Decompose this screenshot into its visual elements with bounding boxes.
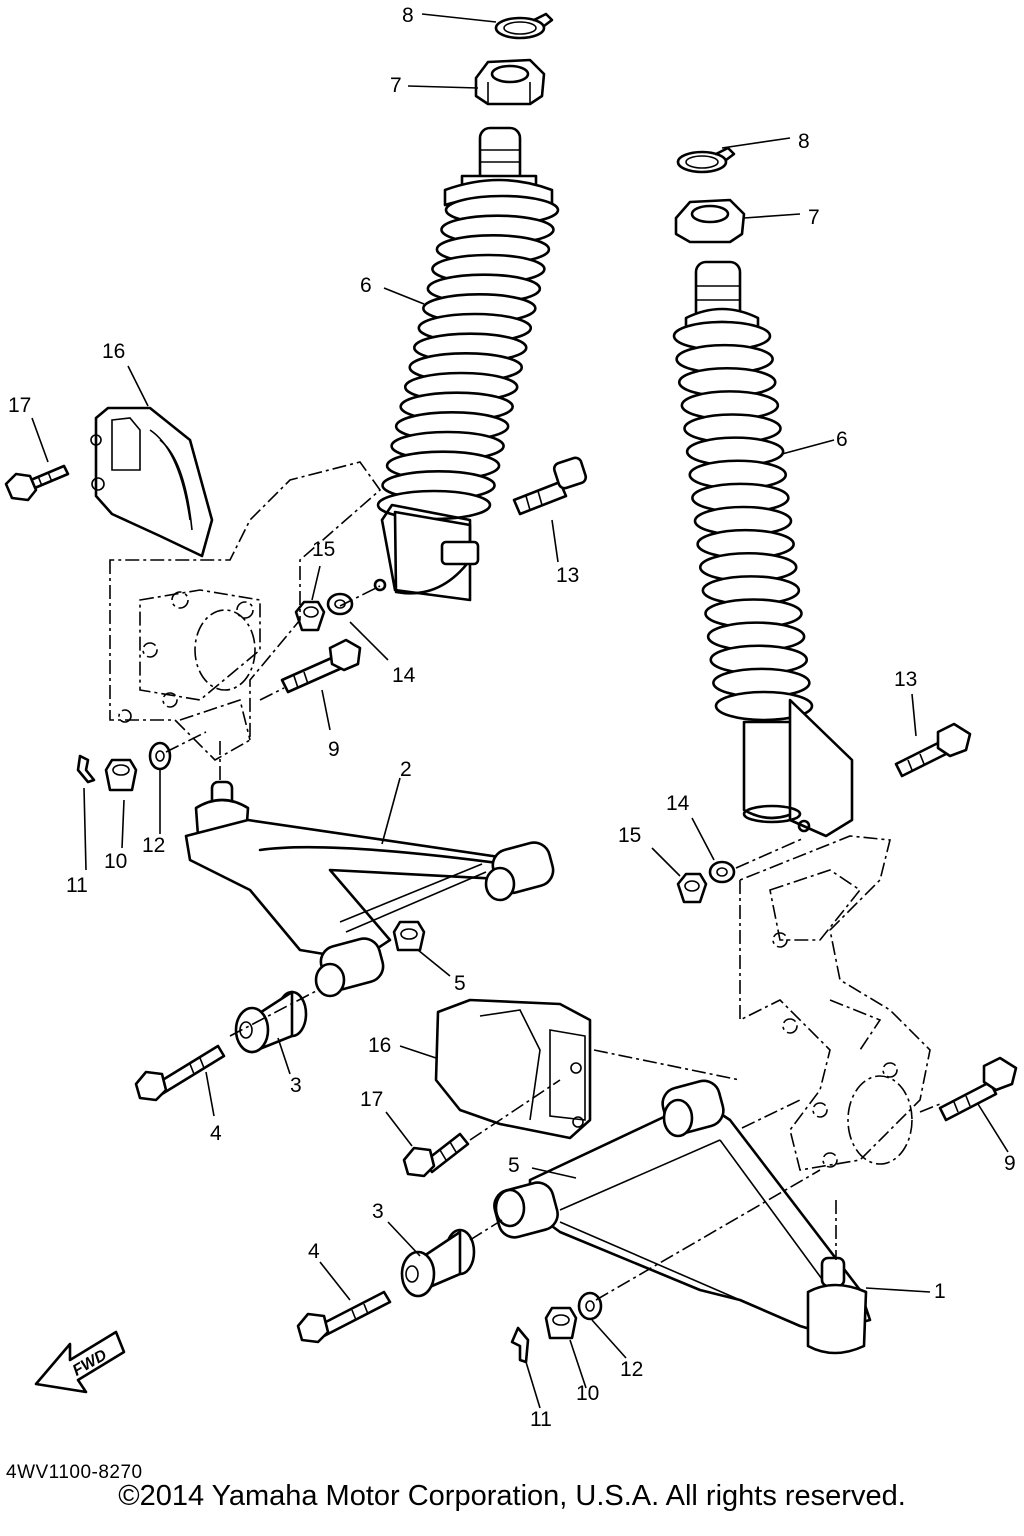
- callout-5-left: 5: [454, 972, 466, 995]
- callout-6-left: 6: [360, 274, 372, 297]
- callout-17-right: 17: [360, 1088, 383, 1111]
- cotter-pin-right[interactable]: [510, 1326, 530, 1364]
- callout-7-right: 7: [808, 206, 820, 229]
- callout-1: 1: [934, 1280, 946, 1303]
- bolt-upper-right[interactable]: [894, 722, 972, 778]
- nut-right-upper[interactable]: [676, 872, 708, 904]
- callout-15-right: 15: [618, 824, 641, 847]
- callout-7-left: 7: [390, 74, 402, 97]
- circlip-left[interactable]: [494, 12, 554, 40]
- callout-13-right: 13: [894, 668, 917, 691]
- callout-8-left: 8: [402, 4, 414, 27]
- bolt-upper-left[interactable]: [512, 456, 588, 516]
- callout-14-right: 14: [666, 792, 690, 815]
- washer-right-lower[interactable]: [577, 1291, 603, 1321]
- callout-15-left: 15: [312, 538, 335, 561]
- knuckle-guard-right[interactable]: [434, 998, 592, 1140]
- castle-nut-right[interactable]: [544, 1306, 578, 1340]
- callout-16-right: 16: [368, 1034, 391, 1057]
- callout-16-left: 16: [102, 340, 125, 363]
- diagram-code: 4WV1100-8270: [6, 1462, 143, 1483]
- copyright-notice: ©2014 Yamaha Motor Corporation, U.S.A. A…: [118, 1480, 906, 1512]
- bushing-right[interactable]: [400, 1228, 476, 1298]
- callout-12-right: 12: [620, 1358, 643, 1381]
- callout-12-left: 12: [142, 834, 165, 857]
- callout-10-left: 10: [104, 850, 127, 873]
- upper-arm-left[interactable]: [184, 780, 557, 998]
- callout-5-right: 5: [508, 1154, 520, 1177]
- steering-knuckle-right: [739, 835, 931, 1171]
- callout-2: 2: [400, 758, 412, 781]
- circlip-right[interactable]: [676, 146, 736, 174]
- bolt-arm-left[interactable]: [134, 1044, 226, 1102]
- callout-17-left: 17: [8, 394, 31, 417]
- castle-nut-left[interactable]: [104, 758, 138, 792]
- leader-lines: [31, 13, 1009, 1409]
- locknut-right[interactable]: [674, 198, 746, 244]
- washer-left-upper[interactable]: [326, 592, 354, 616]
- shock-absorber-right[interactable]: [672, 260, 854, 838]
- callout-11-left: 11: [66, 874, 88, 897]
- bolt-guard-right[interactable]: [402, 1132, 470, 1178]
- callout-10-right: 10: [576, 1382, 599, 1405]
- assembly-centerlines: [165, 585, 941, 1301]
- callout-3-left: 3: [290, 1074, 302, 1097]
- shock-absorber-left[interactable]: [373, 126, 560, 602]
- callout-3-right: 3: [372, 1200, 384, 1223]
- callout-9-left: 9: [328, 738, 340, 761]
- callout-9-right: 9: [1004, 1152, 1016, 1175]
- bolt-knuckle-right[interactable]: [938, 1056, 1018, 1122]
- callout-4-left: 4: [210, 1122, 222, 1145]
- washer-left-lower[interactable]: [148, 741, 172, 771]
- steering-knuckle-left: [109, 461, 382, 761]
- washer-right-upper[interactable]: [708, 860, 736, 884]
- nut-left-upper[interactable]: [294, 600, 326, 632]
- callout-13-left: 13: [556, 564, 579, 587]
- callout-8-right: 8: [798, 130, 810, 153]
- nut-arm-left[interactable]: [392, 920, 426, 952]
- callout-11-right: 11: [530, 1408, 552, 1431]
- bolt-arm-right[interactable]: [296, 1290, 392, 1344]
- bushing-left[interactable]: [234, 990, 308, 1054]
- spring-coil: [714, 690, 814, 722]
- callout-labels: 8 7 6 16 17 15 14 13 9 2 12 10 11 5 3 4 …: [8, 4, 1016, 1431]
- callout-6-right: 6: [836, 428, 848, 451]
- knuckle-guard-left[interactable]: [90, 406, 214, 558]
- lower-arm-right[interactable]: [491, 1077, 872, 1355]
- bolt-knuckle-left[interactable]: [280, 638, 362, 694]
- forward-direction-arrow: FWD: [34, 1330, 126, 1394]
- callout-14-left: 14: [392, 664, 416, 687]
- callout-4-right: 4: [308, 1240, 320, 1263]
- cotter-pin-left[interactable]: [76, 754, 96, 784]
- locknut-left[interactable]: [474, 58, 546, 106]
- bolt-guard-left[interactable]: [4, 464, 70, 502]
